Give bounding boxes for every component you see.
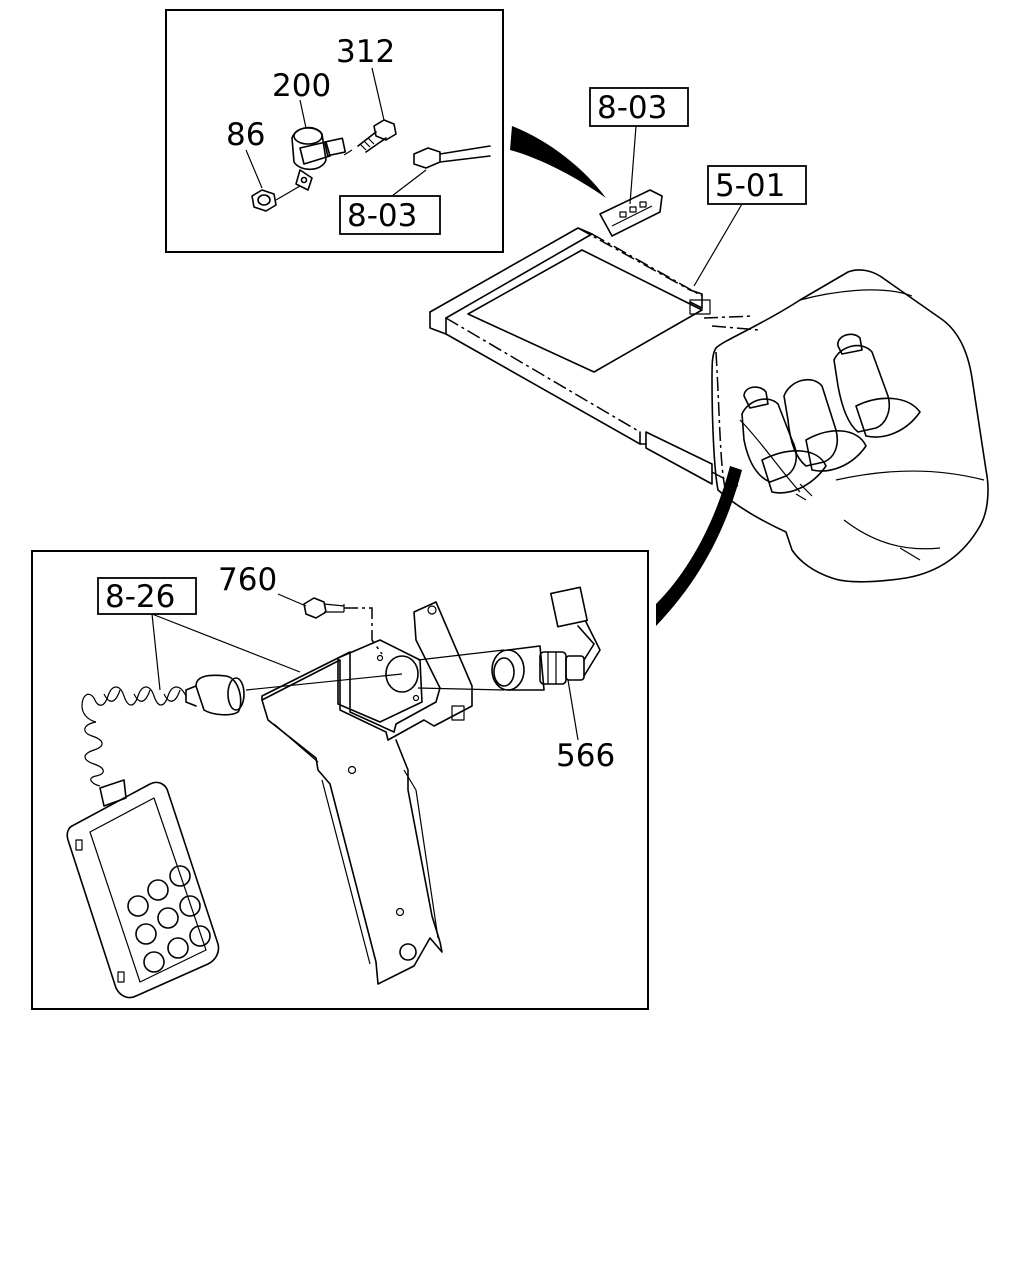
ref-8-03-main: 8-03	[597, 90, 667, 126]
cab-drawing	[711, 269, 989, 583]
leader-5-01	[693, 203, 743, 287]
ref-8-03-inset: 8-03	[347, 198, 417, 234]
leader-8-03-main	[629, 125, 637, 205]
socket-566-drawing	[491, 586, 601, 691]
top-inset-panel: 312 200 86 8-03	[165, 9, 504, 253]
screw-760-drawing	[303, 597, 383, 655]
pointer-arrow-top	[510, 126, 606, 198]
mounting-bracket-drawing	[261, 601, 473, 985]
callout-312: 312	[336, 34, 395, 70]
bolt-312-drawing	[343, 119, 397, 156]
harness-connector-drawing	[413, 145, 491, 169]
nut-86-drawing	[251, 185, 301, 212]
pointer-arrow-bottom	[656, 466, 742, 626]
callout-86: 86	[226, 117, 265, 153]
bottom-inset-panel: 760 566	[31, 550, 649, 1010]
callout-566: 566	[556, 738, 615, 774]
relay-200-drawing	[291, 126, 347, 191]
callout-760: 760	[218, 562, 277, 598]
callout-200: 200	[272, 68, 331, 104]
ref-5-01: 5-01	[715, 168, 785, 204]
ref-8-26: 8-26	[105, 579, 175, 615]
remote-control-drawing	[66, 674, 245, 999]
vehicle-frame-drawing	[429, 189, 761, 487]
